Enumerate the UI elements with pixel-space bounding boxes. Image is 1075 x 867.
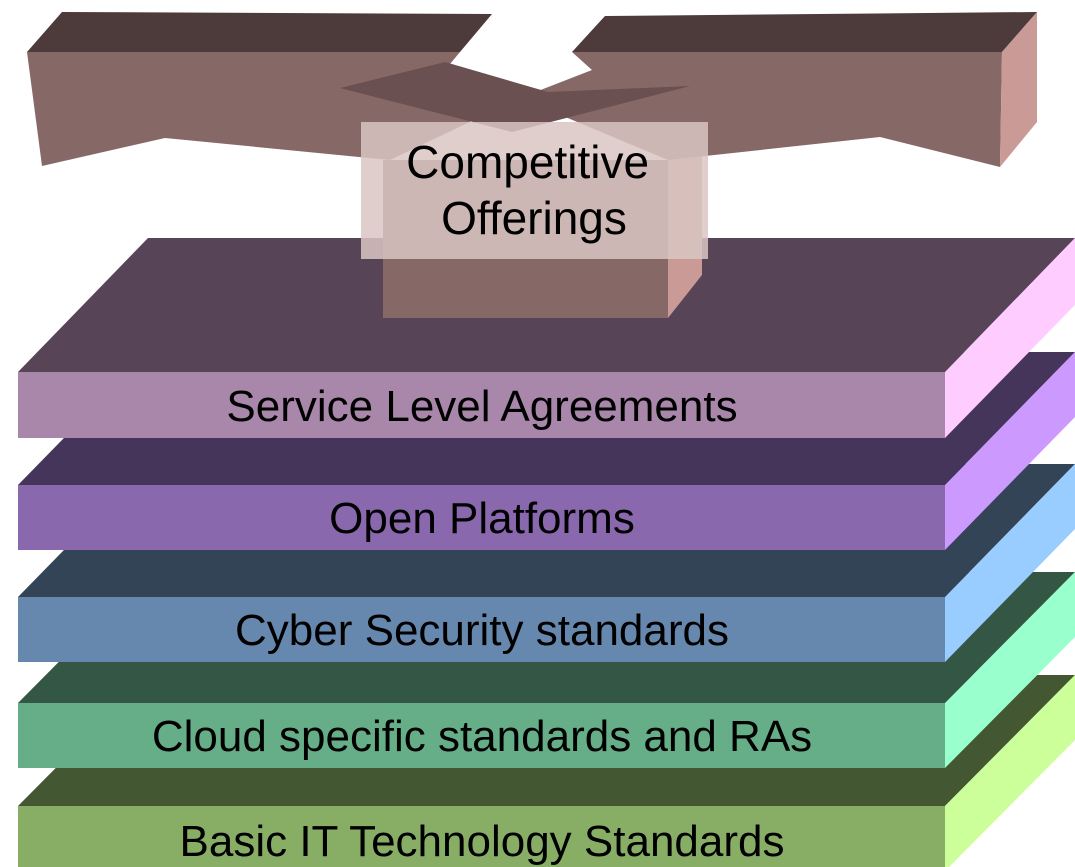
layer-cloud-standards-side (945, 572, 1075, 768)
layer-cloud-standards-front (18, 703, 945, 768)
offerings-left-wing-top (27, 12, 492, 52)
offerings-inner-notch (340, 62, 690, 132)
layer-basic-it-standards-side (945, 675, 1075, 867)
layer-cyber-security-label: Cyber Security standards (235, 606, 729, 655)
offerings-right-wing-side (1000, 12, 1037, 167)
layer-basic-it-standards-label: Basic IT Technology Standards (180, 817, 785, 866)
layer-sla-label: Service Level Agreements (226, 382, 737, 431)
layer-sla-front (18, 372, 945, 438)
layer-basic-it-standards-front (18, 806, 945, 867)
layer-open-platforms-front (18, 485, 945, 550)
offerings-label-line-2: Offerings (441, 192, 627, 244)
layer-sla-side (945, 238, 1075, 438)
layer-cloud-standards-label: Cloud specific standards and RAs (152, 712, 812, 761)
layer-open-platforms-side (945, 352, 1075, 550)
layer-cyber-security-side (945, 464, 1075, 662)
layer-open-platforms-label: Open Platforms (329, 494, 635, 543)
offerings-label-panel (361, 122, 708, 259)
offerings-right-wing-top (572, 12, 1037, 52)
offerings-label-line-1: Competitive (406, 136, 649, 188)
layer-cyber-security-front (18, 597, 945, 662)
competitive-offerings-block: Competitive Offerings (27, 12, 1037, 318)
offerings-label: Competitive Offerings (406, 136, 662, 244)
